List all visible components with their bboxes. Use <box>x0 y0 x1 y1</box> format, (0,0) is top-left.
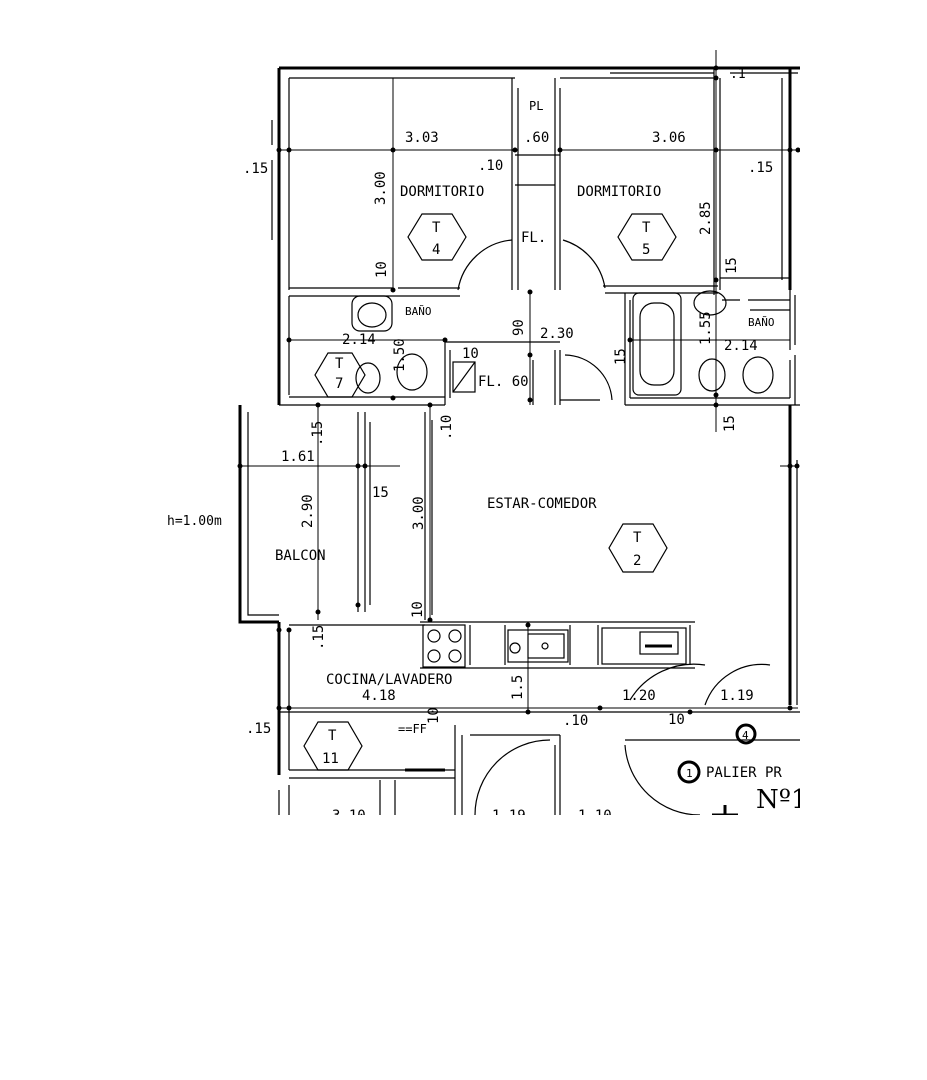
tag-number: 5 <box>642 242 650 258</box>
dim-text: 10 <box>668 712 685 728</box>
marker-circle <box>735 723 757 745</box>
dimension-nodes <box>237 65 801 715</box>
bath-fixtures <box>351 290 774 396</box>
tag-letter: T <box>335 356 344 372</box>
room-label: ESTAR-COMEDOR <box>487 496 597 512</box>
dim-text: .15 <box>748 160 773 176</box>
right-crop <box>800 40 927 820</box>
tag-hexagon <box>303 721 363 771</box>
tag-number: 2 <box>633 553 641 569</box>
dim-text: .10 <box>439 415 455 440</box>
dim-text: 15 <box>722 415 738 432</box>
dim-text: 2.90 <box>300 494 316 528</box>
dim-text: 1.61 <box>281 449 315 465</box>
railing-height-note: h=1.00m <box>167 514 222 529</box>
dim-text: 1.20 <box>622 688 656 704</box>
tag-hexagon <box>314 352 366 398</box>
tag-number: 11 <box>322 751 339 767</box>
dim-text: 2.14 <box>724 338 758 354</box>
dim-text: .1 <box>730 67 746 82</box>
dim-text: .15 <box>311 625 327 650</box>
dim-text: 3.00 <box>373 171 389 205</box>
dim-text: .15 <box>310 421 326 446</box>
fixture-note: ==FF <box>398 722 427 736</box>
shaft-dim: .60 <box>524 130 549 146</box>
dim-text: 1.55 <box>698 311 714 345</box>
room-label: DORMITORIO <box>400 184 484 200</box>
dim-text: 1.5 <box>510 675 526 700</box>
dim-text: 3.00 <box>411 496 427 530</box>
room-label: BAÑO <box>748 316 775 329</box>
dim-text: 4.18 <box>362 688 396 704</box>
dim-text: 10 <box>410 601 426 618</box>
dim-text: 1.19 <box>720 688 754 704</box>
dim-text: .15 <box>246 721 271 737</box>
shaft-label: FL. <box>521 230 546 246</box>
labels: DORMITORIO DORMITORIO BAÑO BAÑO ESTAR-CO… <box>167 67 808 824</box>
tag-hexagon <box>407 213 467 261</box>
dim-text: .15 <box>243 161 268 177</box>
dim-text: .10 <box>563 713 588 729</box>
dim-text: 15 <box>372 485 389 501</box>
dimension-lines <box>240 50 798 712</box>
dim-text: 2.14 <box>342 332 376 348</box>
marker-number: 4 <box>742 729 749 742</box>
tag-number: 4 <box>432 242 440 258</box>
room-label: COCINA/LAVADERO <box>326 672 452 688</box>
dim-text: 15 <box>724 257 740 274</box>
shaft-label: PL <box>529 99 543 113</box>
dim-text: 10 <box>426 707 442 724</box>
stair-marker <box>712 805 738 817</box>
tag-hexagon <box>617 213 677 261</box>
marker-circle <box>677 760 701 784</box>
blank-area <box>0 815 927 1080</box>
tag-letter: T <box>328 728 337 744</box>
dim-text: 15 <box>613 348 629 365</box>
tag-letter: T <box>633 530 642 546</box>
dim-text: 10 <box>374 261 390 278</box>
dim-text: 2.85 <box>698 201 714 235</box>
dim-text: 90 <box>511 319 527 336</box>
dim-text: .10 <box>478 158 503 174</box>
dim-text: 2.30 <box>540 326 574 342</box>
doors <box>457 239 771 816</box>
dim-text: 3.03 <box>405 130 439 146</box>
tag-letter: T <box>432 220 441 236</box>
dim-text: 3.06 <box>652 130 686 146</box>
room-label: DORMITORIO <box>577 184 661 200</box>
room-label: BAÑO <box>405 305 432 318</box>
shaft-label: FL. 60 <box>478 374 529 390</box>
walls <box>238 66 800 815</box>
dim-text: 1.50 <box>392 338 408 372</box>
unit-number: Nº1 <box>756 785 808 815</box>
tag-number: 7 <box>335 376 343 392</box>
marker-number: 1 <box>686 767 693 780</box>
room-label: PALIER PR <box>706 765 782 781</box>
room-label: BALCON <box>275 548 326 564</box>
dim-text: 10 <box>462 346 479 362</box>
room-tags <box>303 213 677 771</box>
tag-letter: T <box>642 220 651 236</box>
tag-hexagon <box>608 523 668 573</box>
